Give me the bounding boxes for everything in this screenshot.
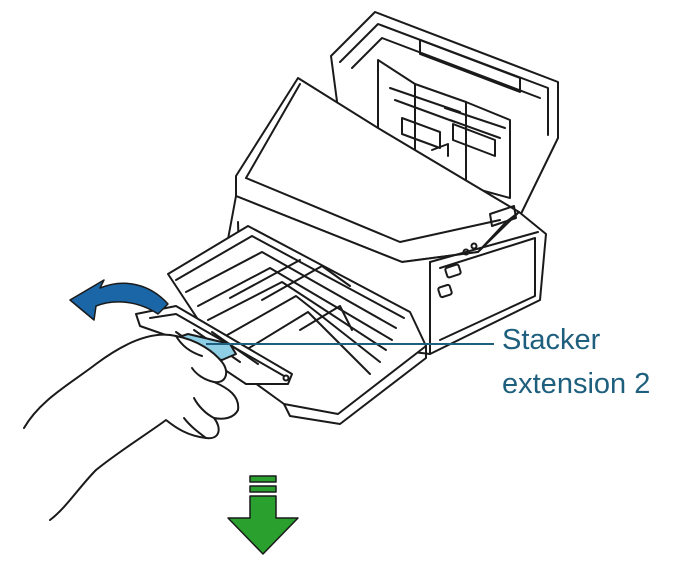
- stacker: [167, 225, 427, 425]
- callout-label: Stacker extension 2: [502, 322, 650, 402]
- callout-label-line-1: Stacker: [502, 324, 601, 356]
- hand: [23, 333, 240, 521]
- down-arrow-icon: [227, 475, 299, 555]
- curved-arrow-icon: [69, 279, 169, 321]
- callout-label-line-2: extension 2: [502, 368, 651, 400]
- scanner: [23, 11, 559, 521]
- operator-panel: [437, 242, 478, 299]
